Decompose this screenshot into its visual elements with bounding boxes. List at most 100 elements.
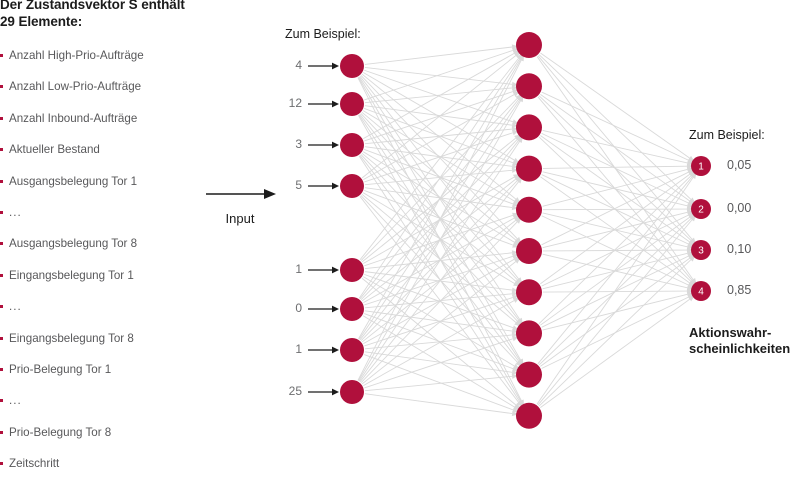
hidden-node (516, 73, 542, 100)
network-edge (364, 187, 513, 208)
input-value-arrows (308, 62, 339, 396)
network-edge (358, 59, 521, 339)
hidden-node (516, 32, 542, 58)
output-node-index: 1 (698, 162, 704, 173)
network-edge (363, 300, 515, 387)
hidden-node (516, 320, 542, 347)
bullet-icon (0, 430, 3, 434)
bullet-icon (0, 242, 3, 246)
input-node (340, 297, 364, 321)
edge-arrowhead-icon (511, 126, 519, 132)
input-node (340, 92, 364, 116)
input-value: 0 (295, 301, 302, 315)
network-edge (364, 91, 514, 142)
network-edge (541, 214, 689, 287)
edge-arrowhead-icon (690, 172, 697, 180)
input-value: 5 (295, 178, 302, 192)
output-value: 0,05 (727, 158, 752, 172)
input-node (340, 258, 364, 282)
state-vector-item-label: Eingangsbelegung Tor 1 (9, 268, 134, 282)
network-edge (364, 87, 513, 104)
edge-arrowhead-icon (512, 297, 520, 303)
network-edge (364, 49, 514, 101)
network-edge (364, 169, 513, 186)
state-vector-item: Anzahl High-Prio-Aufträge (0, 40, 200, 71)
input-value-arrowhead-icon (332, 388, 339, 396)
bullet-icon (0, 179, 3, 183)
input-arrow-label: Input (225, 211, 255, 226)
state-vector-item: Anzahl Inbound-Aufträge (0, 103, 200, 134)
network-edges (357, 44, 697, 417)
bullet-icon (0, 116, 3, 120)
bullet-icon (0, 305, 3, 309)
network-edge (361, 193, 517, 323)
input-node (340, 174, 364, 198)
output-value: 0,85 (727, 283, 752, 297)
network-edge (360, 195, 518, 363)
network-edge (540, 298, 690, 408)
network-edge (540, 216, 690, 326)
output-node (691, 156, 711, 176)
edge-arrowhead-icon (515, 217, 522, 224)
edge-arrowhead-icon (512, 256, 520, 262)
edge-arrowhead-icon (513, 281, 520, 287)
network-edge (364, 310, 513, 332)
edge-arrowhead-icon (688, 295, 695, 302)
network-edge (364, 108, 514, 164)
edge-arrowhead-icon (518, 95, 524, 103)
input-value: 1 (295, 262, 302, 276)
network-edge (536, 177, 694, 405)
state-vector-item: ... (0, 291, 200, 322)
network-edge (364, 313, 514, 370)
input-value-arrowhead-icon (332, 182, 339, 190)
network-edge (364, 149, 514, 205)
output-node (691, 199, 711, 219)
edge-arrowhead-icon (511, 291, 519, 297)
network-edge (358, 141, 520, 382)
state-vector-item: Ausgangsbelegung Tor 1 (0, 166, 200, 197)
network-edge (364, 67, 513, 85)
edge-arrowhead-icon (511, 85, 519, 91)
input-value-arrowhead-icon (332, 266, 339, 274)
state-vector-item-label: Eingangsbelegung Tor 8 (9, 331, 134, 345)
input-value-arrowhead-icon (332, 100, 339, 108)
state-vector-item-label: Prio-Belegung Tor 1 (9, 362, 112, 376)
hidden-node (516, 155, 542, 182)
input-value-arrowhead-icon (332, 346, 339, 354)
hidden-node (516, 279, 542, 306)
hidden-node (516, 114, 542, 141)
output-node (691, 240, 711, 260)
state-vector-heading: Der Zustandsvektor S enthält 29 Elemente… (0, 0, 185, 29)
edge-arrowhead-icon (511, 81, 519, 87)
edge-arrowhead-icon (514, 257, 521, 264)
network-edge (362, 315, 515, 408)
network-edge (364, 351, 513, 373)
output-value: 0,10 (727, 242, 752, 256)
network-edge (364, 375, 513, 392)
input-node (340, 338, 364, 362)
edge-arrowhead-icon (514, 320, 521, 327)
edge-arrowhead-icon (511, 328, 519, 334)
output-probabilities-label: Aktionswahr- scheinlichkeiten (689, 325, 791, 356)
state-vector-item: Eingangsbelegung Tor 1 (0, 260, 200, 291)
bullet-icon (0, 148, 3, 152)
network-edge (364, 293, 513, 309)
network-edge (541, 132, 689, 204)
network-edge (541, 171, 689, 246)
bullet-icon (0, 85, 3, 89)
network-edge (364, 132, 514, 183)
input-arrow-group: Input (200, 186, 280, 226)
input-value: 1 (295, 342, 302, 356)
edge-arrowhead-icon (516, 400, 523, 408)
state-vector-item: Zeitschritt (0, 448, 200, 479)
input-example-caption: Zum Beispiel: (285, 27, 361, 41)
network-edge (364, 105, 513, 126)
network-edge (362, 110, 515, 202)
network-edge (540, 173, 690, 285)
edge-arrowhead-icon (511, 410, 519, 417)
input-value: 12 (288, 96, 302, 110)
network-edge (363, 94, 515, 181)
network-edge (361, 55, 516, 179)
